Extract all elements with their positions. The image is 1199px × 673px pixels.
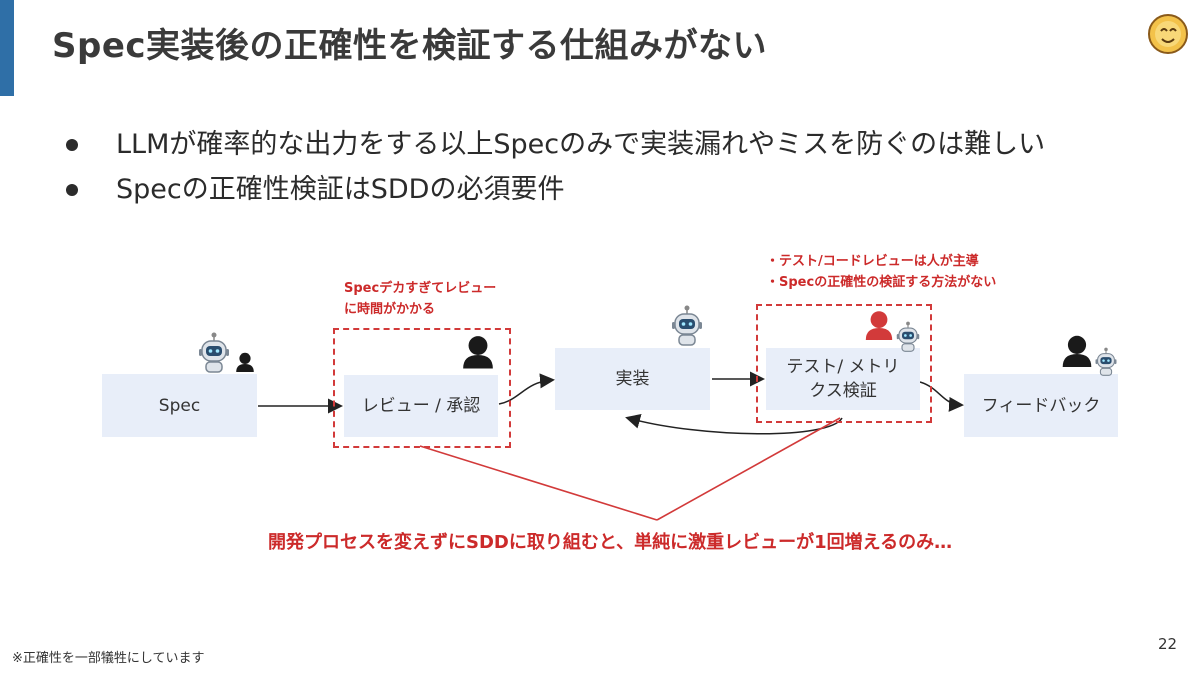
footnote: ※正確性を一部犠牲にしています <box>12 651 205 666</box>
robot-icon <box>1094 347 1118 376</box>
bullet-dot <box>66 139 78 151</box>
review-highlight-frame <box>333 328 511 448</box>
test-highlight-frame <box>756 304 932 423</box>
step-label-impl: 実装 <box>615 369 650 389</box>
review-note: Specデカすぎてレビュー に時間がかかる <box>344 278 496 320</box>
test-note-line: ・テスト/コードレビューは人が主導 <box>766 254 979 269</box>
person-icon <box>1062 335 1092 367</box>
review-note-line: に時間がかかる <box>344 302 436 317</box>
person-icon <box>236 352 254 372</box>
step-label-test: テスト/ メトリクス検証 <box>786 357 900 401</box>
step-label-feedback: フィードバック <box>981 395 1101 416</box>
slide-title: Spec実装後の正確性を検証する仕組みがない <box>52 26 768 66</box>
bullet-text: LLMが確率的な出力をする以上Specのみで実装漏れやミスを防ぐのは難しい <box>116 129 1046 160</box>
bullet-list: LLMが確率的な出力をする以上Specのみで実装漏れやミスを防ぐのは難しい Sp… <box>66 122 1045 212</box>
step-label-spec: Spec <box>158 395 201 416</box>
red-line-review-to-conclusion <box>419 445 658 521</box>
bullet-item: LLMが確率的な出力をする以上Specのみで実装漏れやミスを防ぐのは難しい <box>66 122 1045 167</box>
bullet-text: Specの正確性検証はSDDの必須要件 <box>116 174 565 205</box>
step-box-review: レビュー / 承認 <box>344 375 498 437</box>
robot-icon <box>671 304 703 346</box>
test-note-line: ・Specの正確性の検証する方法がない <box>766 275 997 290</box>
review-note-line: Specデカすぎてレビュー <box>344 281 497 296</box>
conclusion-text: 開発プロセスを変えずにSDDに取り組むと、単純に激重レビューが1回増えるのみ… <box>268 532 953 553</box>
step-box-impl: 実装 <box>555 348 710 410</box>
step-box-feedback: フィードバック <box>964 374 1118 437</box>
step-box-test: テスト/ メトリクス検証 <box>766 348 920 410</box>
test-note: ・テスト/コードレビューは人が主導 ・Specの正確性の検証する方法がない <box>766 251 996 293</box>
page-number: 22 <box>1158 635 1178 653</box>
red-line-test-to-conclusion <box>656 417 841 521</box>
title-accent-bar <box>0 0 14 96</box>
bullet-dot <box>66 184 78 196</box>
step-box-spec: Spec <box>102 374 257 437</box>
robot-icon <box>198 331 230 373</box>
bullet-item: Specの正確性検証はSDDの必須要件 <box>66 167 1045 212</box>
step-label-review: レビュー / 承認 <box>361 396 481 416</box>
